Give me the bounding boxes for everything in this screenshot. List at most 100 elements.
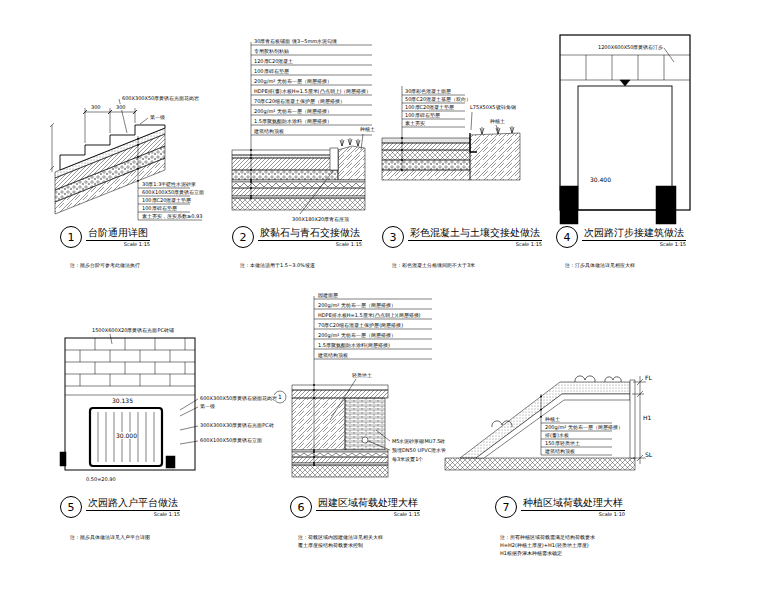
- callout-text: 100厚C20混凝土垫层: [142, 197, 191, 203]
- stone-joint-section-part-part: [250, 187, 252, 189]
- stone-joint-section-part: [250, 149, 252, 199]
- scale-text: Scale 1:15: [86, 511, 180, 518]
- detail-title-text: 胶黏石与青石交接做法: [258, 227, 362, 241]
- title-column: 次园路汀步接建筑做法Scale 1:15: [582, 227, 686, 248]
- callout-text: 30.400: [590, 176, 611, 183]
- detail-title-text: 次园路汀步接建筑做法: [582, 227, 686, 241]
- callout-text: SL: [645, 451, 652, 458]
- stair-section: [50, 99, 202, 220]
- detail-title: 5 次园路入户平台做法Scale 1:15: [60, 496, 180, 518]
- callout-text: 1.5厚聚氨酯防水涂料(两层搭接): [318, 342, 390, 348]
- detail-title: 6 园建区域荷载处理大样Scale 1:15: [290, 496, 420, 518]
- callout-text: H=H2(种植土厚度)+H1(轻质填土厚度): [500, 542, 589, 548]
- planting-load-section-part-part: [540, 409, 542, 411]
- load-zone-section-part-part: [313, 456, 315, 458]
- callout-text: 600X300X50厚黄锈石烧面花岗岩: [200, 395, 277, 401]
- stair-section-part-part: [137, 168, 139, 170]
- detail-circle: 2: [232, 226, 254, 248]
- callout-text: 70厚C20细石混凝土保护层(两层搭接): [318, 322, 403, 328]
- stone-joint-section-part-part: [250, 149, 252, 151]
- stone-joint-section-part-part: [250, 195, 252, 197]
- concrete-soil-section-part-part: [401, 159, 403, 161]
- stone-joint-section-part: [232, 183, 364, 187]
- drawing-def: [50, 35, 690, 477]
- load-zone-section-part: [362, 437, 368, 443]
- planting-load-section-part: [492, 376, 621, 427]
- scale-text: Scale 1:10: [521, 511, 625, 518]
- stone-joint-section-part-part: [250, 179, 252, 181]
- callout-text: HDPE排(蓄)水板H=1.5厘米(凸点朝上)（两层搭接）: [254, 88, 372, 94]
- stair-section-part-part: [137, 156, 139, 158]
- entry-platform-plan-part: [110, 334, 198, 444]
- title-column: 园建区域荷载处理大样Scale 1:15: [316, 497, 420, 518]
- stone-joint-section: [232, 42, 372, 214]
- title-column: 胶黏石与青石交接做法Scale 1:15: [258, 227, 362, 248]
- callout-text: 200g/m² 无纺布一层（两层搭接）: [254, 108, 332, 114]
- load-zone-section-part: [345, 398, 385, 450]
- stepping-stone-plan-part: [664, 48, 674, 62]
- callout-text: 注：彩色混凝土分格缝间距不大于3米: [392, 262, 475, 268]
- stair-section-part-part: [137, 180, 139, 182]
- scale-text: Scale 1:15: [316, 511, 420, 518]
- callout-text: 种植土: [490, 118, 505, 124]
- detail-title: 7种植区域荷载处理大样Scale 1:10: [495, 496, 625, 518]
- callout-text: 排(蓄)水板: [545, 432, 569, 438]
- concrete-soil-section-part: [480, 126, 514, 134]
- callout-text: 注：荷载区域内园建做法详见相关大样: [298, 534, 383, 540]
- stone-joint-section-part: [340, 138, 360, 146]
- concrete-soil-section-part: [470, 133, 520, 180]
- stone-joint-section-part-part: [250, 169, 252, 171]
- entry-platform-plan-part: [80, 338, 185, 386]
- callout-text: 600X100X50厚黄锈石立面: [142, 189, 204, 195]
- detail-number: 5: [68, 502, 75, 513]
- callout-text: 1500X600X20厚黄锈石光面PC砖铺: [92, 327, 174, 333]
- stair-section-part: [50, 123, 54, 172]
- callout-text: 素土夯实: [405, 120, 425, 126]
- detail-title: 3彩色混凝土与土壤交接处做法Scale 1:15: [382, 226, 542, 248]
- detail-title-text: 次园路入户平台做法: [86, 497, 180, 511]
- load-zone-section-part: [313, 384, 315, 466]
- detail-number: 1: [68, 232, 75, 243]
- stone-joint-section-part: [232, 182, 365, 188]
- concrete-soil-section-part-part: [401, 149, 403, 151]
- load-zone-section-part-part: [313, 389, 315, 391]
- load-zone-section-part-part: [313, 384, 315, 386]
- callout-text: 200g/m² 无纺布一层（两层搭接）: [318, 302, 396, 308]
- callout-text: 1.5厚聚氨酯防水涂料（两层搭接）: [254, 118, 332, 124]
- planting-load-section-part: [540, 396, 542, 418]
- stone-joint-section-part-part: [250, 154, 252, 156]
- callout-text: 注：本做法适用于1.5~3.0%坡道: [240, 262, 315, 268]
- stepping-stone-plan-part: [620, 80, 630, 86]
- callout-text: 100厚碎石垫层: [142, 205, 177, 211]
- planting-load-section-part: [445, 458, 635, 470]
- entry-platform-plan: [60, 334, 286, 470]
- callout-text: 注：踏步台阶可参考此做法执行: [70, 262, 140, 268]
- detail-title-text: 种植区域荷载处理大样: [521, 497, 625, 511]
- stair-section-part: [85, 108, 135, 143]
- callout-text: 200g/m² 无纺布一层（两层搭接）: [318, 332, 396, 338]
- stone-joint-section-part: [232, 180, 365, 182]
- stone-joint-section-part-part: [250, 197, 252, 199]
- concrete-soil-section-part: [401, 137, 403, 171]
- callout-text: 30厚彩色混凝土面层: [405, 88, 451, 94]
- stair-section-part: [60, 125, 165, 170]
- callout-text: 建筑结构顶板: [318, 352, 348, 358]
- detail-number: 3: [390, 232, 397, 243]
- callout-text: 注：所有种植区域荷载需满足结构荷载要求: [500, 534, 595, 540]
- detail-title: 1台阶通用详图Scale 1:15: [60, 226, 150, 248]
- detail-circle: 6: [290, 496, 312, 518]
- callout-text: 150厚轻质填土: [545, 440, 580, 446]
- callout-text: 建筑结构顶板: [254, 128, 284, 134]
- detail-number: 6: [298, 502, 305, 513]
- planting-load-section-part-part: [540, 396, 542, 398]
- scale-text: Scale 1:15: [258, 241, 362, 248]
- concrete-soil-section-part: [470, 133, 477, 152]
- title-column: 次园路入户平台做法Scale 1:15: [86, 497, 180, 518]
- callout-text: 120厚C20混凝土: [254, 58, 293, 64]
- callout-text: 100厚C20混凝土垫层: [405, 104, 454, 110]
- callout-text: 30.000: [116, 432, 137, 439]
- stair-section-part: [137, 138, 139, 182]
- entry-platform-plan-part: [166, 456, 175, 468]
- concrete-soil-section-part-part: [401, 169, 403, 171]
